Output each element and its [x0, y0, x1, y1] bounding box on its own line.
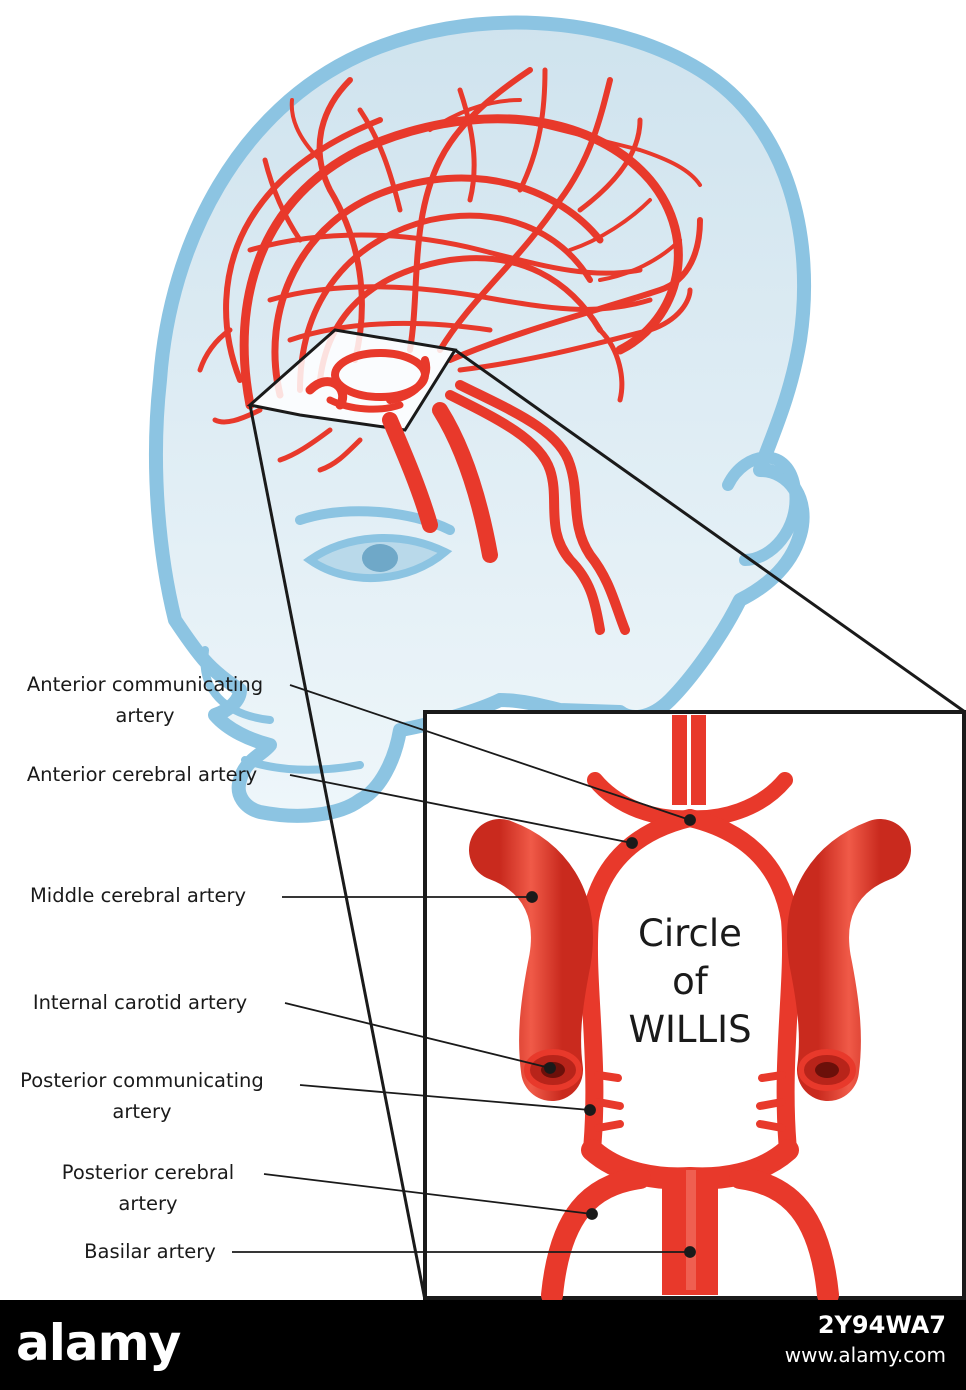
label-anterior-communicating-artery: Anterior communicating artery — [26, 673, 264, 727]
label-posterior-communicating-artery: Posterior communicating artery — [20, 1069, 264, 1123]
label-posterior-cerebral-artery: Posterior cerebral artery — [61, 1161, 235, 1215]
label-leaders — [232, 684, 696, 1258]
neck-arteries — [382, 380, 630, 635]
zoom-connector-lines — [248, 348, 966, 1300]
eye-iris — [362, 544, 398, 572]
middle-cerebral-left — [469, 819, 593, 1101]
label-anterior-cerebral-artery: Anterior cerebral artery — [26, 763, 258, 786]
watermark-footer: alamy 2Y94WA7 www.alamy.com — [0, 1300, 966, 1390]
mouth-line — [241, 756, 364, 774]
label-middle-cerebral-artery: Middle cerebral artery — [29, 884, 247, 907]
brain-base-inset — [246, 328, 458, 432]
middle-cerebral-right — [787, 819, 911, 1101]
nose-line — [200, 646, 274, 724]
image-credit: 2Y94WA7 www.alamy.com — [785, 1310, 946, 1370]
anterior-cerebral-stem-left — [672, 715, 687, 805]
perforating-branches — [594, 1071, 786, 1132]
head-outline — [149, 15, 812, 823]
ear-shape — [722, 451, 802, 566]
site-url: www.alamy.com — [784, 1343, 946, 1367]
cerebral-artery-network — [197, 67, 703, 473]
image-id: 2Y94WA7 — [817, 1311, 946, 1339]
label-basilar-artery: Basilar artery — [84, 1240, 216, 1263]
circle-of-willis-diagram — [149, 15, 966, 1300]
circle-of-willis — [469, 715, 911, 1300]
anterior-cerebral-stem-right — [691, 715, 706, 805]
label-internal-carotid-artery: Internal carotid artery — [32, 991, 248, 1014]
head-silhouette — [149, 15, 812, 823]
posterior-cerebral-right — [729, 1167, 839, 1300]
brand-logo: alamy — [16, 1314, 181, 1372]
diagram-title: Circle of WILLIS — [628, 912, 752, 1051]
posterior-cerebral-left — [541, 1167, 651, 1300]
